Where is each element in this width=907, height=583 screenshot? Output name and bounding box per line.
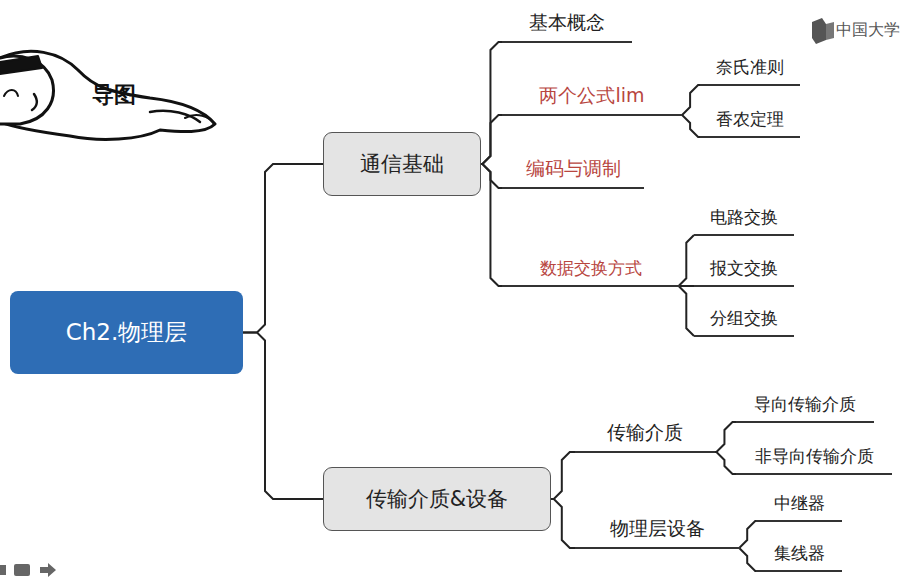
topic-text: 香农定理: [716, 108, 784, 131]
branch-topic: 电路交换: [694, 200, 794, 236]
topic-text: 传输介质&设备: [366, 485, 508, 513]
topic-text: 报文交换: [710, 257, 778, 280]
branch-topic: 奈氏准则: [700, 52, 800, 86]
branch-topic: 非导向传输介质: [736, 440, 892, 475]
branch-connector: [243, 164, 323, 333]
branch-topic: 物理层设备: [575, 511, 740, 549]
branch-connector: [679, 286, 694, 336]
branch-topic: 中继器: [756, 486, 842, 522]
branch-topic: 分组交换: [694, 300, 794, 337]
topic-text: 通信基础: [360, 150, 444, 178]
branch-connector: [680, 285, 694, 287]
main-topic: 通信基础: [323, 132, 481, 196]
branch-connector: [551, 499, 575, 548]
branch-connector: [679, 235, 694, 286]
topic-text: 分组交换: [710, 307, 778, 330]
branch-topic: 导向传输介质: [736, 390, 874, 423]
branch-connector: [243, 333, 323, 500]
topic-text: 中继器: [774, 492, 825, 515]
topic-text: Ch2.物理层: [66, 317, 188, 348]
section-tag: 导图: [92, 80, 136, 110]
mooc-logo-icon: [812, 18, 834, 44]
topic-text: 两个公式lim: [539, 83, 644, 109]
branch-topic: 数据交换方式: [502, 250, 680, 287]
topic-text: 基本概念: [529, 10, 605, 36]
branch-topic: 基本概念: [502, 6, 632, 43]
branch-topic: 报文交换: [694, 250, 794, 287]
branch-topic: 集线器: [756, 536, 842, 572]
branch-topic: 两个公式lim: [502, 76, 682, 116]
branch-connector: [739, 521, 756, 548]
player-icons: [0, 563, 56, 577]
branch-connector: [682, 115, 700, 137]
topic-text: 数据交换方式: [540, 257, 642, 280]
branch-connector: [715, 452, 736, 474]
main-topic: 传输介质&设备: [323, 467, 551, 531]
topic-text: 物理层设备: [610, 516, 705, 542]
branch-connector: [551, 452, 575, 499]
topic-text: 非导向传输介质: [755, 445, 874, 468]
topic-text: 集线器: [774, 542, 825, 565]
branch-connector: [481, 115, 502, 164]
topic-text: 电路交换: [710, 206, 778, 229]
branch-connector: [682, 85, 700, 115]
branch-topic: 传输介质: [575, 416, 715, 453]
topic-text: 编码与调制: [526, 156, 621, 182]
branch-topic: 编码与调制: [502, 150, 644, 189]
branch-connector: [481, 164, 502, 188]
root-topic: Ch2.物理层: [10, 291, 243, 374]
cartoon-figure: [0, 51, 215, 139]
branch-connector: [481, 164, 502, 286]
branch-connector: [715, 422, 736, 452]
watermark: 中国大学: [836, 20, 900, 41]
branch-connector: [481, 42, 502, 164]
branch-connector: [739, 548, 756, 571]
topic-text: 导向传输介质: [754, 393, 856, 416]
branch-topic: 香农定理: [700, 102, 800, 138]
topic-text: 传输介质: [607, 420, 683, 446]
topic-text: 奈氏准则: [716, 56, 784, 79]
